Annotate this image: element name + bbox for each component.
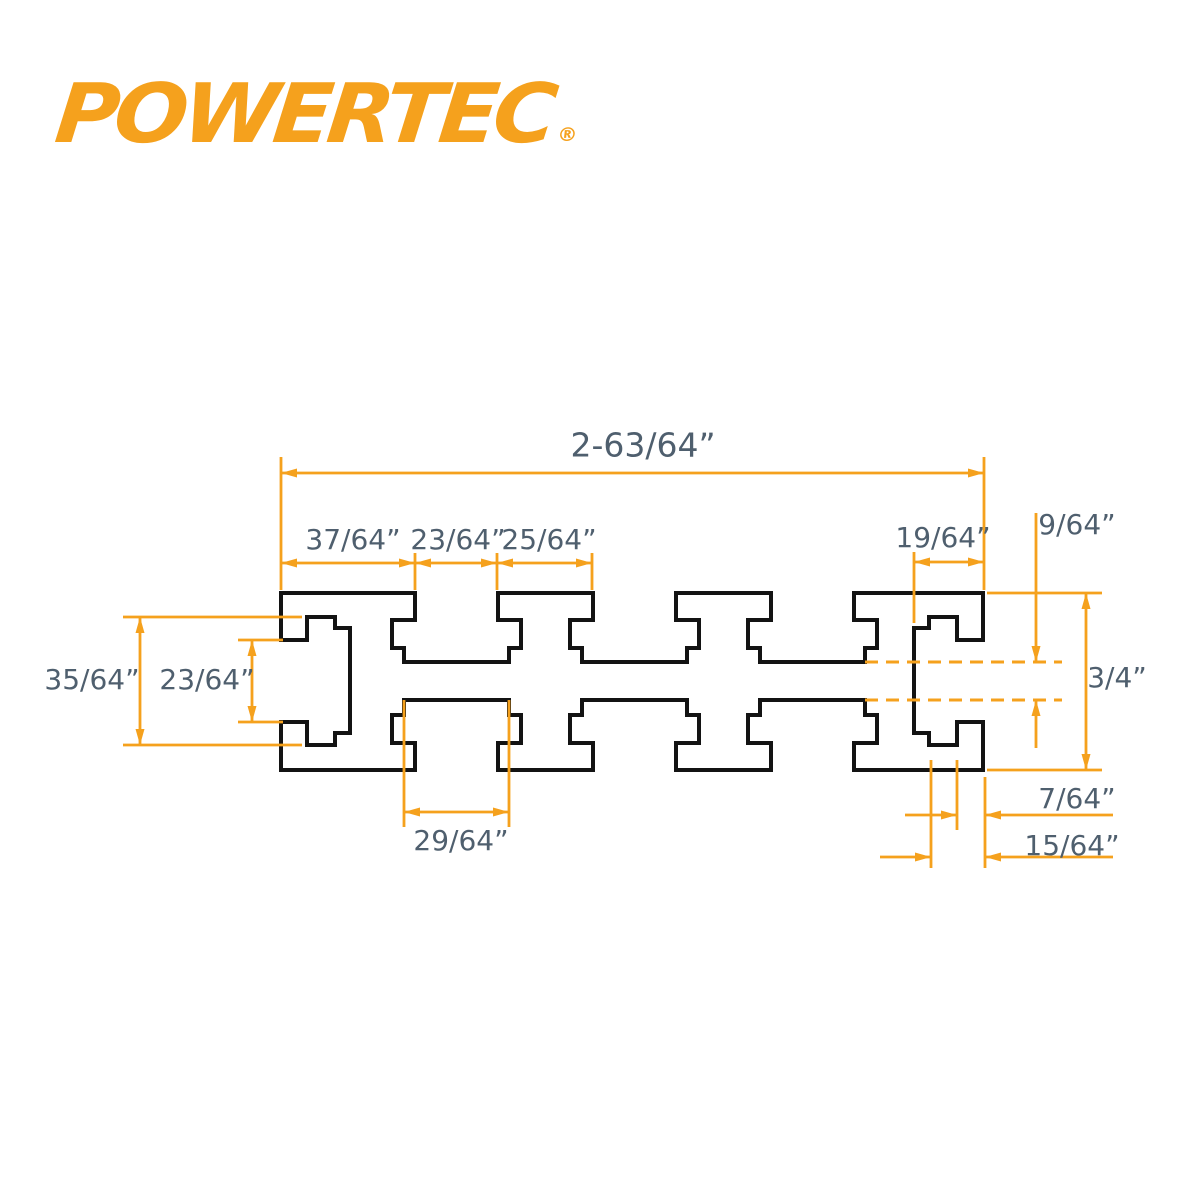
dim-label-overall-height: 3/4” <box>1087 661 1147 694</box>
dim-label-right-channel-depth: 19/64” <box>895 521 991 554</box>
dim-label-left-pocket-height: 35/64” <box>44 663 140 696</box>
dim-label-web-thickness: 9/64” <box>1038 508 1116 541</box>
dim-label-right-lip-inset: 7/64” <box>1038 782 1116 815</box>
dim-label-left-opening-height: 23/64” <box>159 663 255 696</box>
dim-label-top-cap-width: 25/64” <box>501 523 597 556</box>
dim-label-bottom-slot-pocket-width: 29/64” <box>413 824 509 857</box>
dimension-lines <box>135 468 1113 862</box>
web-centerlines <box>865 660 1062 702</box>
extrusion-profile-outline <box>279 591 985 772</box>
dim-label-first-top-section: 37/64” <box>305 523 401 556</box>
dim-label-right-step-inset: 15/64” <box>1024 829 1120 862</box>
dim-label-overall-width: 2-63/64” <box>570 425 716 465</box>
dim-label-top-slot-opening: 23/64” <box>410 523 506 556</box>
